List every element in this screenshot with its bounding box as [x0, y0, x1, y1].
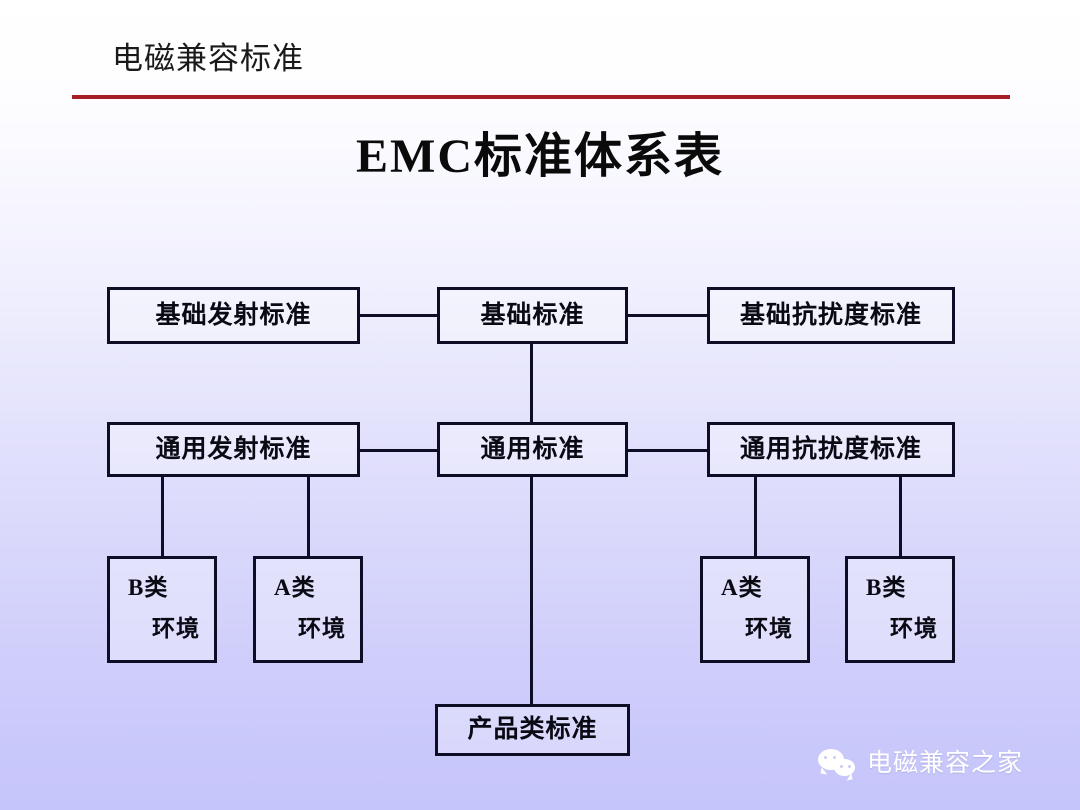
node-env-class-b-right[interactable]: B类 环境 — [845, 556, 955, 663]
node-label-line2: 环境 — [890, 615, 938, 641]
node-label-line1: A类 — [274, 575, 316, 601]
node-env-class-a-left[interactable]: A类 环境 — [253, 556, 363, 663]
node-label-line1: B类 — [128, 575, 169, 601]
node-label-line2: 环境 — [745, 615, 793, 641]
edge-basic-to-basic-immunity — [628, 314, 707, 317]
node-label-line1: B类 — [866, 575, 907, 601]
node-label: 产品类标准 — [467, 716, 598, 743]
page-title: EMC标准体系表 — [356, 130, 724, 183]
node-basic-standard[interactable]: 基础标准 — [437, 287, 628, 344]
node-label: 基础标准 — [480, 301, 585, 329]
edge-generic-emission-to-env-b-left — [161, 477, 164, 556]
edge-basic-emission-to-basic — [360, 314, 437, 317]
node-label: 通用标准 — [480, 435, 585, 463]
node-generic-emission-standard[interactable]: 通用发射标准 — [107, 422, 360, 477]
watermark: 电磁兼容之家 — [818, 748, 1023, 780]
node-label-line2: 环境 — [152, 615, 200, 641]
node-label-line1: A类 — [721, 575, 763, 601]
node-label-line2: 环境 — [298, 615, 346, 641]
header-divider-rule — [72, 95, 1010, 99]
edge-basic-to-generic — [530, 344, 533, 424]
edge-generic-emission-to-generic — [360, 449, 437, 452]
node-basic-immunity-standard[interactable]: 基础抗扰度标准 — [707, 287, 955, 344]
edge-generic-immunity-to-env-a-right — [754, 477, 757, 556]
node-basic-emission-standard[interactable]: 基础发射标准 — [107, 287, 360, 344]
node-label: 通用发射标准 — [155, 435, 312, 463]
watermark-label: 电磁兼容之家 — [867, 750, 1024, 777]
node-env-class-a-right[interactable]: A类 环境 — [700, 556, 810, 663]
wechat-icon — [818, 748, 858, 780]
node-generic-immunity-standard[interactable]: 通用抗扰度标准 — [707, 422, 955, 477]
node-label: 通用抗扰度标准 — [739, 435, 922, 463]
node-env-class-b-left[interactable]: B类 环境 — [107, 556, 217, 663]
node-product-standard[interactable]: 产品类标准 — [435, 704, 630, 756]
node-generic-standard[interactable]: 通用标准 — [437, 422, 628, 477]
edge-generic-to-generic-immunity — [628, 449, 707, 452]
node-label: 基础抗扰度标准 — [739, 301, 922, 329]
edge-generic-immunity-to-env-b-right — [899, 477, 902, 556]
edge-generic-to-product — [530, 477, 533, 704]
node-label: 基础发射标准 — [155, 301, 312, 329]
header-title: 电磁兼容标准 — [112, 41, 304, 76]
edge-generic-emission-to-env-a-left — [307, 477, 310, 556]
